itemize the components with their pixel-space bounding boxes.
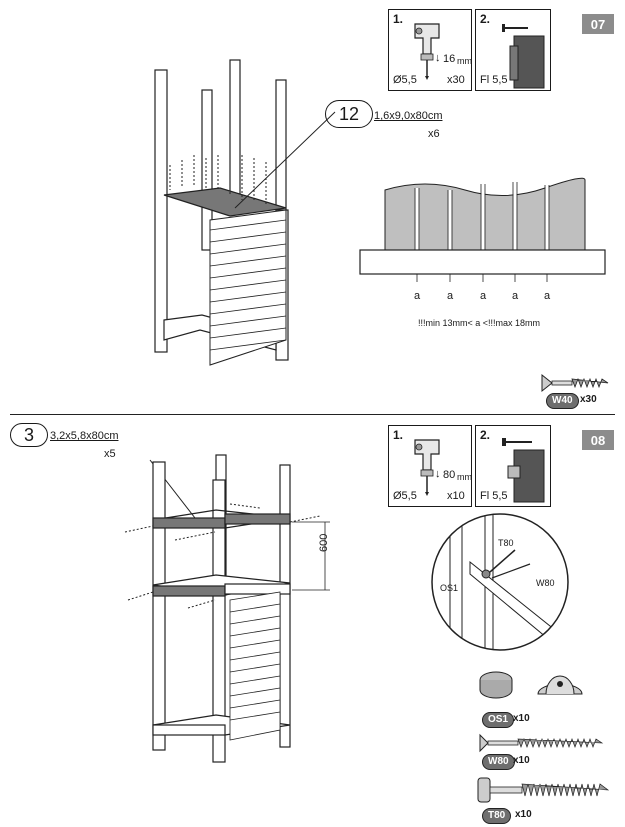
detail-label-t80: T80 [498, 538, 514, 548]
screw-code-badge: W40 [546, 393, 579, 409]
box-number: 2. [480, 12, 491, 26]
screw-w80-icon [479, 733, 604, 753]
section-divider [10, 414, 615, 415]
part-quantity: x5 [104, 448, 116, 460]
drill-icon [414, 439, 440, 496]
hardware-quantity: x10 [513, 755, 530, 766]
part-number-badge: 3 [10, 423, 48, 447]
gap-label: a [447, 290, 454, 302]
drill-depth-unit: mm [457, 56, 472, 66]
gap-label: a [414, 290, 421, 302]
board-spacing-diagram [359, 177, 606, 282]
step-badge-07: 07 [582, 14, 614, 34]
bolt-instruction-box: 2. Fl 5,5 [475, 425, 551, 507]
part-quantity: x6 [428, 128, 440, 140]
drill-icon [414, 23, 440, 80]
screw-into-wood-icon [502, 24, 545, 89]
cover-cap-os1-icon [479, 671, 583, 699]
gap-label: a [512, 290, 519, 302]
bolt-detail-view [431, 513, 569, 651]
gap-tolerance-note: !!!min 13mm< a <!!!max 18mm [418, 318, 541, 328]
screw-w40-icon [541, 373, 609, 393]
screw-instruction-box: 2. Fl 5,5 [475, 9, 551, 91]
gap-label: a [544, 290, 551, 302]
drill-diameter: Ø5,5 [393, 74, 417, 86]
box-number: 2. [480, 428, 491, 442]
drill-depth: 16 [443, 53, 456, 65]
drill-instruction-box: 1. ↓ 80 mm Ø5,5 x10 [388, 425, 472, 507]
part-spec: 1,6x9,0x80cm [374, 110, 443, 122]
tower-assembly-illustration [154, 59, 336, 366]
box-number: 1. [393, 12, 404, 26]
hardware-code-badge: OS1 [482, 712, 515, 728]
step-badge-08: 08 [582, 430, 614, 450]
drill-instruction-box: 1. ↓ 16 mm Ø5,5 x30 [388, 9, 472, 91]
hardware-code-badge: T80 [482, 808, 512, 824]
depth-arrow-icon: ↓ [435, 468, 441, 480]
box-number: 1. [393, 428, 404, 442]
depth-arrow-icon: ↓ [435, 52, 441, 64]
drill-diameter: Ø5,5 [393, 490, 417, 502]
detail-label-os1: OS1 [440, 583, 459, 593]
screw-quantity: x10 [447, 490, 465, 502]
bolt-t80-icon [477, 777, 610, 803]
hardware-quantity: x10 [515, 809, 532, 820]
drill-depth-unit: mm [457, 472, 472, 482]
detail-label-w80: W80 [536, 578, 555, 588]
hardware-code-badge: W80 [482, 754, 515, 770]
pilot-hole-size: Fl 5,5 [480, 490, 508, 502]
tower-frame-illustration [124, 454, 330, 763]
part-spec: 3,2x5,8x80cm [50, 430, 119, 442]
bolt-into-wood-icon [502, 438, 545, 503]
screw-quantity: x30 [447, 74, 465, 86]
gap-label: a [480, 290, 487, 302]
dimension-label: 600 [318, 533, 330, 552]
pilot-hole-size: Fl 5,5 [480, 74, 508, 86]
hardware-quantity: x10 [513, 713, 530, 724]
screw-quantity: x30 [580, 394, 597, 405]
drill-depth: 80 [443, 469, 456, 481]
